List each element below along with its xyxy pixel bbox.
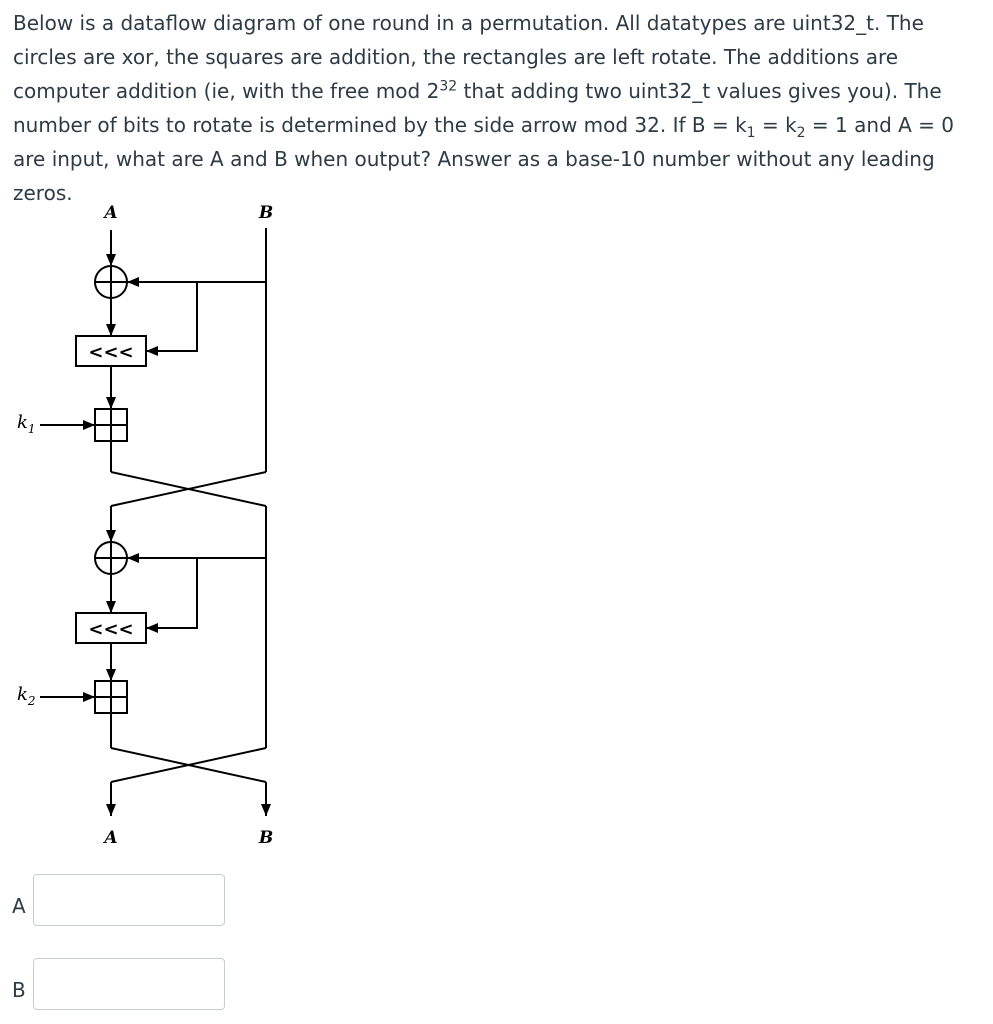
add-node-1	[94, 408, 128, 442]
xor-node-2	[94, 541, 128, 575]
answer-b-label: B	[12, 978, 26, 1002]
question-exponent: 32	[439, 78, 458, 95]
rotate-amount-line-2	[146, 557, 266, 633]
answer-b-input[interactable]	[33, 958, 225, 1010]
swap-cross-2b	[110, 747, 267, 783]
question-sub2: 2	[796, 125, 806, 141]
question-part4: = 1 and A = 0 are input, what are A and …	[13, 113, 954, 205]
answer-a-input[interactable]	[33, 874, 225, 926]
question-text: Below is a dataflow diagram of one round…	[13, 6, 988, 210]
rotate-amount-line-1	[146, 281, 266, 356]
input-a-label: A	[102, 203, 117, 223]
xor-node-1	[94, 265, 128, 299]
question-sub1: 1	[746, 125, 756, 141]
question-part1: Below is a dataflow diagram of one round…	[13, 11, 924, 103]
swap-cross-1b	[110, 471, 267, 507]
add-node-2	[94, 680, 128, 714]
rotate-node-1: <<<	[75, 335, 147, 367]
input-b-label: B	[258, 203, 273, 223]
rotate-node-2: <<<	[75, 612, 147, 644]
dataflow-diagram: A B <<< k1	[17, 203, 273, 848]
question-part3: = k	[755, 113, 797, 137]
output-b-label: B	[258, 828, 273, 848]
k1-label: k1	[17, 412, 36, 436]
output-a-label: A	[102, 828, 117, 848]
rotate-label-1: <<<	[88, 342, 133, 363]
question-part2: that adding two uint32_t values gives yo…	[13, 79, 942, 137]
k2-label: k2	[17, 684, 36, 708]
answer-a-label: A	[12, 894, 26, 918]
rotate-label-2: <<<	[88, 619, 133, 640]
